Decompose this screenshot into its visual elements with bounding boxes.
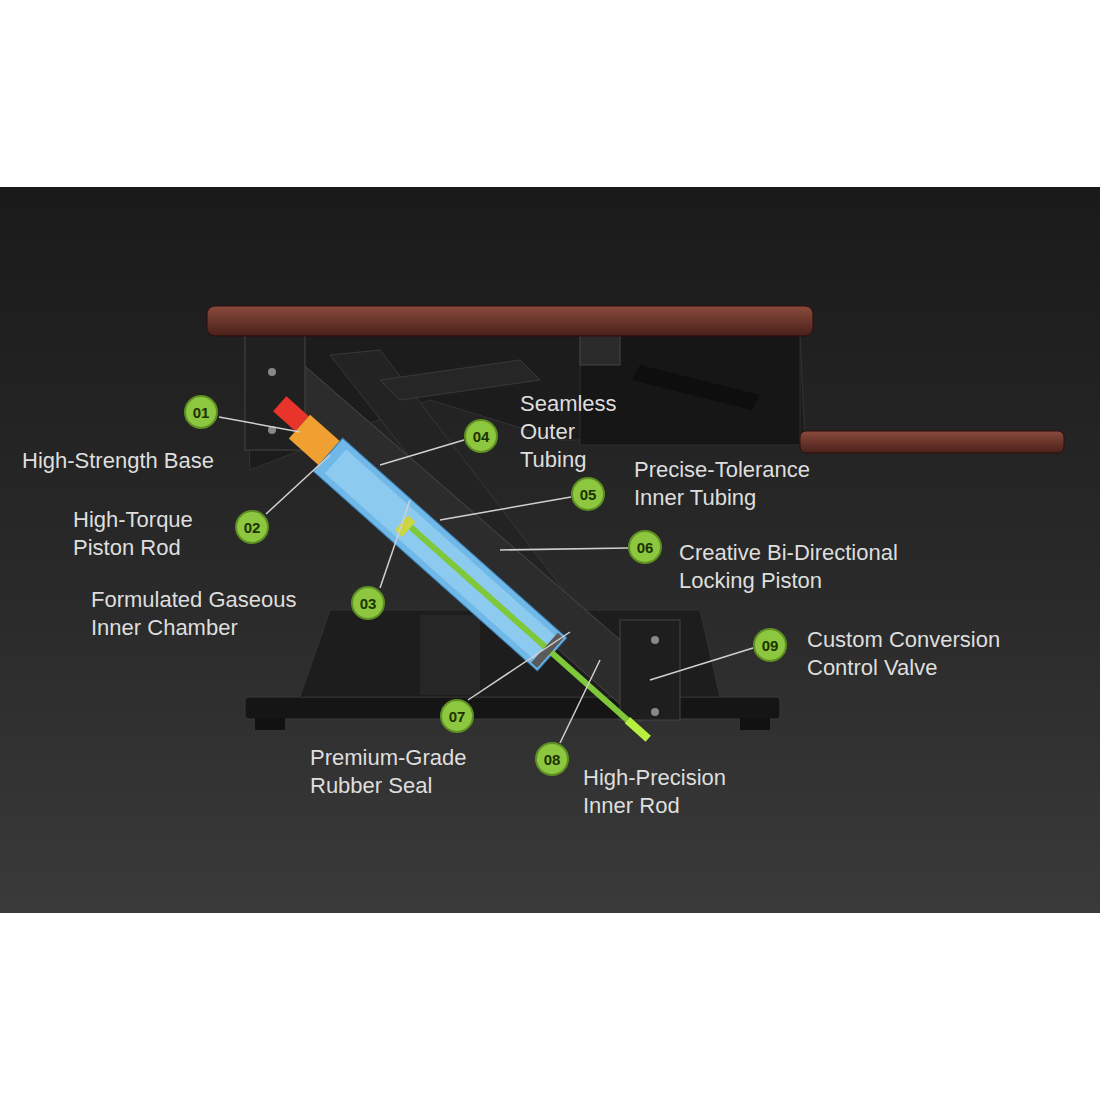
leader-line [468,632,570,700]
part-label: Creative Bi-Directional Locking Piston [679,539,954,595]
callout-circle: 09 [753,628,787,662]
callout-circle: 03 [351,586,385,620]
callout-number: 02 [244,519,261,536]
leader-line [440,497,571,520]
callout-number: 06 [637,539,654,556]
desk-top [207,306,813,336]
leader-line [219,417,300,432]
base-foot [740,718,770,730]
rivet [651,636,659,644]
callout-number: 03 [360,595,377,612]
leader-line [380,500,410,588]
rivet [651,708,659,716]
part-label: Precise-Tolerance Inner Tubing [634,456,849,512]
callout-number: 07 [449,708,466,725]
callout-circle: 06 [628,530,662,564]
callout-number: 05 [580,486,597,503]
base-slot [420,615,480,695]
part-label: Formulated Gaseous Inner Chamber [91,586,326,642]
part-label: Seamless Outer Tubing [520,390,645,474]
callout-circle: 08 [535,742,569,776]
inner-rod [409,525,630,722]
keyboard-tray [800,431,1064,453]
control-valve [625,717,651,742]
leader-line [266,455,330,514]
tray-arm [632,365,760,410]
callout-circle: 01 [184,395,218,429]
part-label: High-Torque Piston Rod [73,506,223,562]
callout-number: 09 [762,637,779,654]
leader-line [650,648,753,680]
callout-number: 08 [544,751,561,768]
part-label: Premium-Grade Rubber Seal [310,744,505,800]
leader-line [560,660,600,743]
leader-line [380,440,464,465]
callout-number: 04 [473,428,490,445]
gas-spring-cutaway [261,392,662,756]
part-label: High-Precision Inner Rod [583,764,758,820]
callout-circle: 05 [571,477,605,511]
callout-number: 01 [193,404,210,421]
callout-circle: 04 [464,419,498,453]
rubber-seal [531,633,564,668]
dark-band [0,187,1100,913]
lower-pivot-plate [620,620,680,720]
callout-circle: 07 [440,699,474,733]
part-label: High-Strength Base [22,447,262,475]
rivet [268,368,276,376]
cross-brace [380,360,540,400]
callout-circle: 02 [235,510,269,544]
base-foot [255,718,285,730]
leader-line [500,548,628,550]
part-label: Custom Conversion Control Valve [807,626,1042,682]
base-frame [245,697,780,719]
main-arm [258,362,680,722]
